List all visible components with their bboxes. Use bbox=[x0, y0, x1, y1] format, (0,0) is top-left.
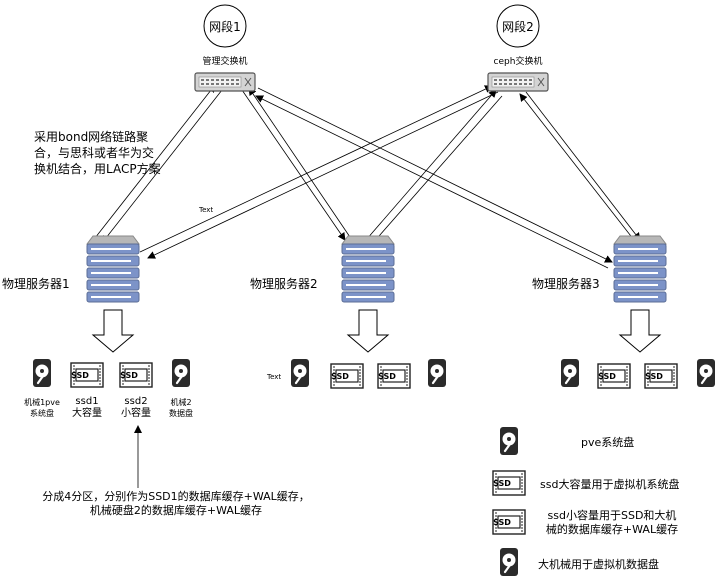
link-switch2-server3 bbox=[525, 91, 641, 241]
legend-ssd-text: SSD bbox=[493, 479, 511, 488]
partition-note-line: 分成4分区，分别作为SSD1的数据库缓存+WAL缓存， bbox=[42, 490, 310, 503]
ssd-text: SSD bbox=[598, 372, 616, 381]
ssd-text: SSD bbox=[378, 372, 396, 381]
link-switch2-server2 bbox=[371, 95, 503, 245]
server-2-icon bbox=[341, 235, 395, 303]
disk-label-line: ssd1 bbox=[75, 396, 99, 407]
disk-label-line: 机械1pve bbox=[24, 398, 60, 407]
hdd-icon bbox=[289, 357, 311, 389]
ssd-text: SSD bbox=[120, 371, 138, 380]
legend-hdd-icon bbox=[498, 425, 520, 457]
segment-circle-2 bbox=[496, 4, 540, 48]
link-switch1-server2 bbox=[241, 89, 346, 241]
disk-label-ssd2: ssd2 小容量 bbox=[121, 396, 151, 420]
legend-label-line: ssd小容量用于SSD和大机 bbox=[547, 509, 677, 522]
partition-note: 分成4分区，分别作为SSD1的数据库缓存+WAL缓存， 机械硬盘2的数据库缓存+… bbox=[42, 490, 310, 518]
hdd-icon bbox=[559, 357, 581, 389]
server2-disks-text-label: Text bbox=[267, 373, 282, 381]
legend-pve-label: pve系统盘 bbox=[581, 436, 635, 449]
ssd-text: SSD bbox=[71, 371, 89, 380]
legend-ssd-small-label: ssd小容量用于SSD和大机 械的数据库缓存+WAL缓存 bbox=[546, 509, 678, 537]
network-links bbox=[94, 84, 641, 269]
disk-label-line: 系统盘 bbox=[29, 409, 54, 418]
segment-circle-1 bbox=[203, 4, 247, 48]
link-server2-switch2 bbox=[365, 89, 497, 241]
disk-label-hdd2: 机械2 数据盘 bbox=[169, 397, 193, 419]
legend-ssd-large-label: ssd大容量用于虚拟机系统盘 bbox=[540, 478, 680, 491]
hdd-icon bbox=[426, 357, 448, 389]
management-switch-icon bbox=[194, 72, 256, 92]
disk-label-line: 小容量 bbox=[121, 408, 151, 419]
legend-hdd-data-label: 大机械用于虚拟机数据盘 bbox=[538, 558, 659, 571]
hdd-icon bbox=[170, 357, 192, 389]
hdd-icon bbox=[31, 357, 53, 389]
server-1-icon bbox=[86, 235, 140, 303]
link-switch2-server1 bbox=[147, 91, 499, 259]
link-server2-switch1 bbox=[248, 87, 353, 241]
legend-hdd-icon bbox=[498, 546, 520, 578]
link-server3-switch1 bbox=[255, 95, 609, 269]
link-switch1-server3 bbox=[257, 87, 613, 263]
partition-note-line: 机械硬盘2的数据库缓存+WAL缓存 bbox=[89, 504, 263, 517]
server3-down-arrow-icon bbox=[618, 309, 662, 353]
link-server1-switch2 bbox=[139, 85, 493, 253]
ssd-text: SSD bbox=[645, 372, 663, 381]
ssd-text: SSD bbox=[331, 372, 349, 381]
bond-annotation-line: 采用bond网络链路聚 bbox=[34, 130, 149, 144]
segment-2-label: 网段2 bbox=[502, 20, 534, 34]
server-3-label: 物理服务器3 bbox=[532, 277, 600, 291]
link-switch1-server1 bbox=[101, 89, 223, 244]
link-server1-switch1 bbox=[94, 84, 216, 239]
disk-label-line: 机械2 bbox=[170, 398, 192, 407]
disk-label-line: 大容量 bbox=[72, 408, 102, 419]
server-1-label: 物理服务器1 bbox=[2, 277, 70, 291]
bond-annotation: 采用bond网络链路聚 合，与思科或者华为交 换机结合，用LACP方案 bbox=[34, 129, 161, 177]
ceph-switch-icon bbox=[487, 72, 549, 92]
server-3-icon bbox=[613, 235, 667, 303]
disk-label-line: ssd2 bbox=[124, 396, 148, 407]
down-arrows bbox=[91, 309, 662, 353]
disk-label-line: 数据盘 bbox=[169, 409, 193, 418]
bond-annotation-line: 合，与思科或者华为交 bbox=[34, 146, 155, 160]
hdd-icon bbox=[695, 357, 717, 389]
link-text-label: Text bbox=[199, 206, 214, 214]
legend-ssd-text: SSD bbox=[493, 518, 511, 527]
link-server3-switch2 bbox=[519, 93, 635, 241]
server1-down-arrow-icon bbox=[91, 309, 135, 353]
bond-annotation-line: 换机结合，用LACP方案 bbox=[34, 162, 161, 176]
server-2-label: 物理服务器2 bbox=[250, 277, 318, 291]
server2-down-arrow-icon bbox=[346, 309, 390, 353]
disk-label-ssd1: ssd1 大容量 bbox=[72, 396, 102, 420]
management-switch-label: 管理交换机 bbox=[202, 57, 248, 67]
legend-label-line: 械的数据库缓存+WAL缓存 bbox=[545, 523, 679, 536]
segment-1-label: 网段1 bbox=[209, 20, 241, 34]
ceph-switch-label: ceph交换机 bbox=[493, 57, 543, 67]
disk-label-hdd1: 机械1pve 系统盘 bbox=[24, 397, 60, 419]
